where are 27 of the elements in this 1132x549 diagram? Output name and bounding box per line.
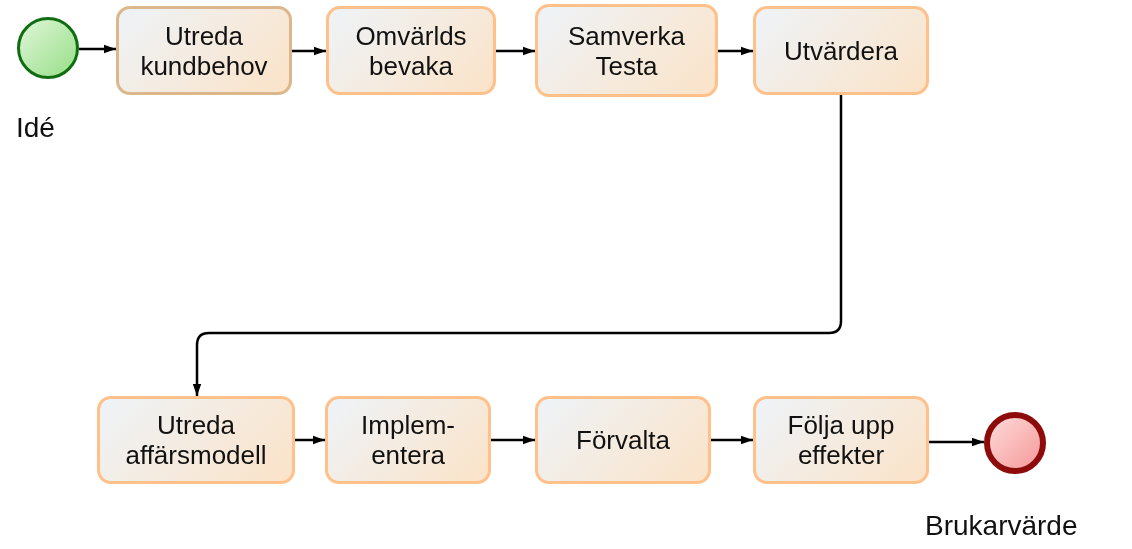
process-box: [753, 6, 929, 95]
box-label: Omvärlds bevaka: [354, 20, 468, 81]
process-box: [535, 396, 711, 484]
event-label: Idé: [16, 112, 55, 144]
arrow: [718, 46, 753, 56]
box-label: Implem- entera: [360, 410, 456, 470]
process-box: [535, 4, 718, 97]
event-label: Brukarvärde: [925, 510, 1078, 542]
process-box: [116, 6, 292, 95]
arrow: [496, 46, 535, 56]
box-label: Utreda affärsmodell: [124, 410, 268, 470]
box-label: Följa upp effekter: [786, 410, 896, 470]
arrow: [491, 435, 535, 445]
box-label: Utvärdera: [782, 35, 900, 66]
arrow: [711, 435, 753, 445]
box-label: Utreda kundbehov: [139, 20, 269, 81]
box-label: Samverka Testa: [566, 20, 686, 81]
process-box: [97, 396, 295, 484]
arrow: [929, 437, 984, 447]
process-box: [326, 6, 496, 95]
arrow: [192, 95, 843, 396]
arrow: [292, 46, 326, 56]
arrow: [295, 435, 325, 445]
process-box: [325, 396, 491, 484]
arrow: [79, 44, 116, 54]
process-box: [753, 396, 929, 484]
box-label: Förvalta: [575, 425, 671, 455]
